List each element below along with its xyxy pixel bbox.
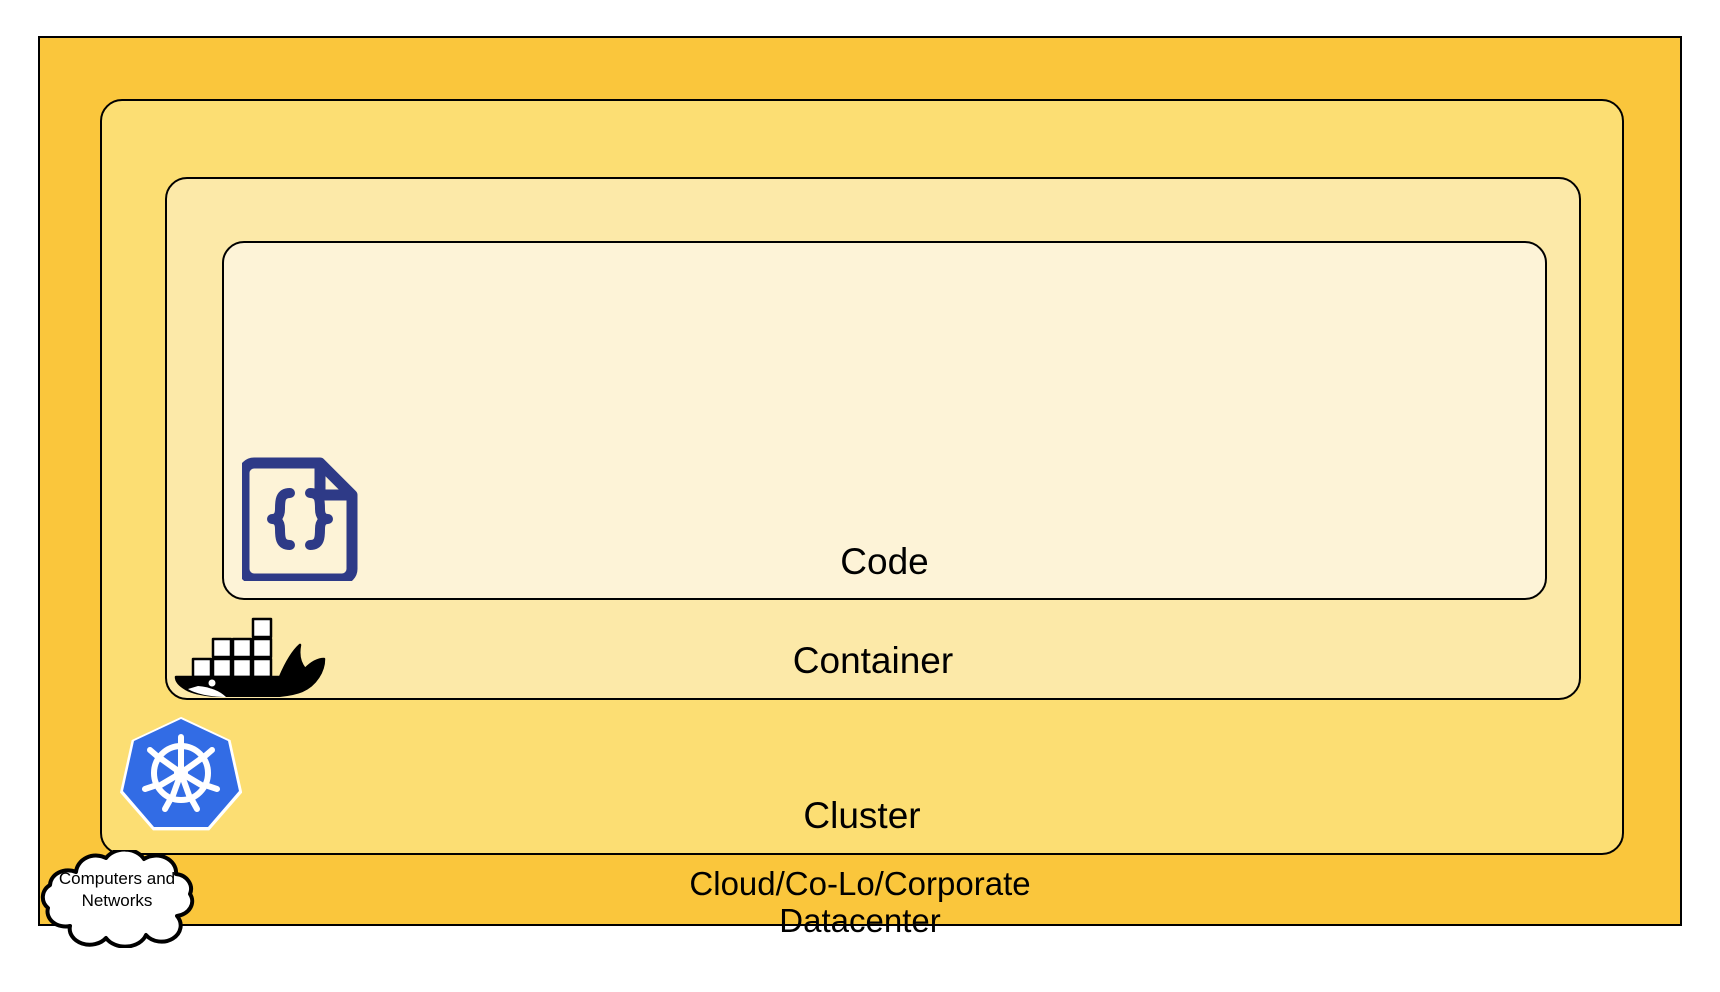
docker-whale-icon — [174, 597, 326, 699]
code-file-icon — [238, 457, 358, 585]
layer-label-code: Code — [840, 541, 929, 582]
kubernetes-icon — [120, 713, 243, 835]
layer-label-datacenter: Cloud/Co-Lo/Corporate Datacenter — [689, 865, 1031, 939]
layer-code[interactable] — [222, 241, 1547, 600]
cloud-icon — [34, 847, 200, 949]
layer-label-container: Container — [792, 640, 954, 681]
layer-label-cluster: Cluster — [803, 795, 921, 836]
